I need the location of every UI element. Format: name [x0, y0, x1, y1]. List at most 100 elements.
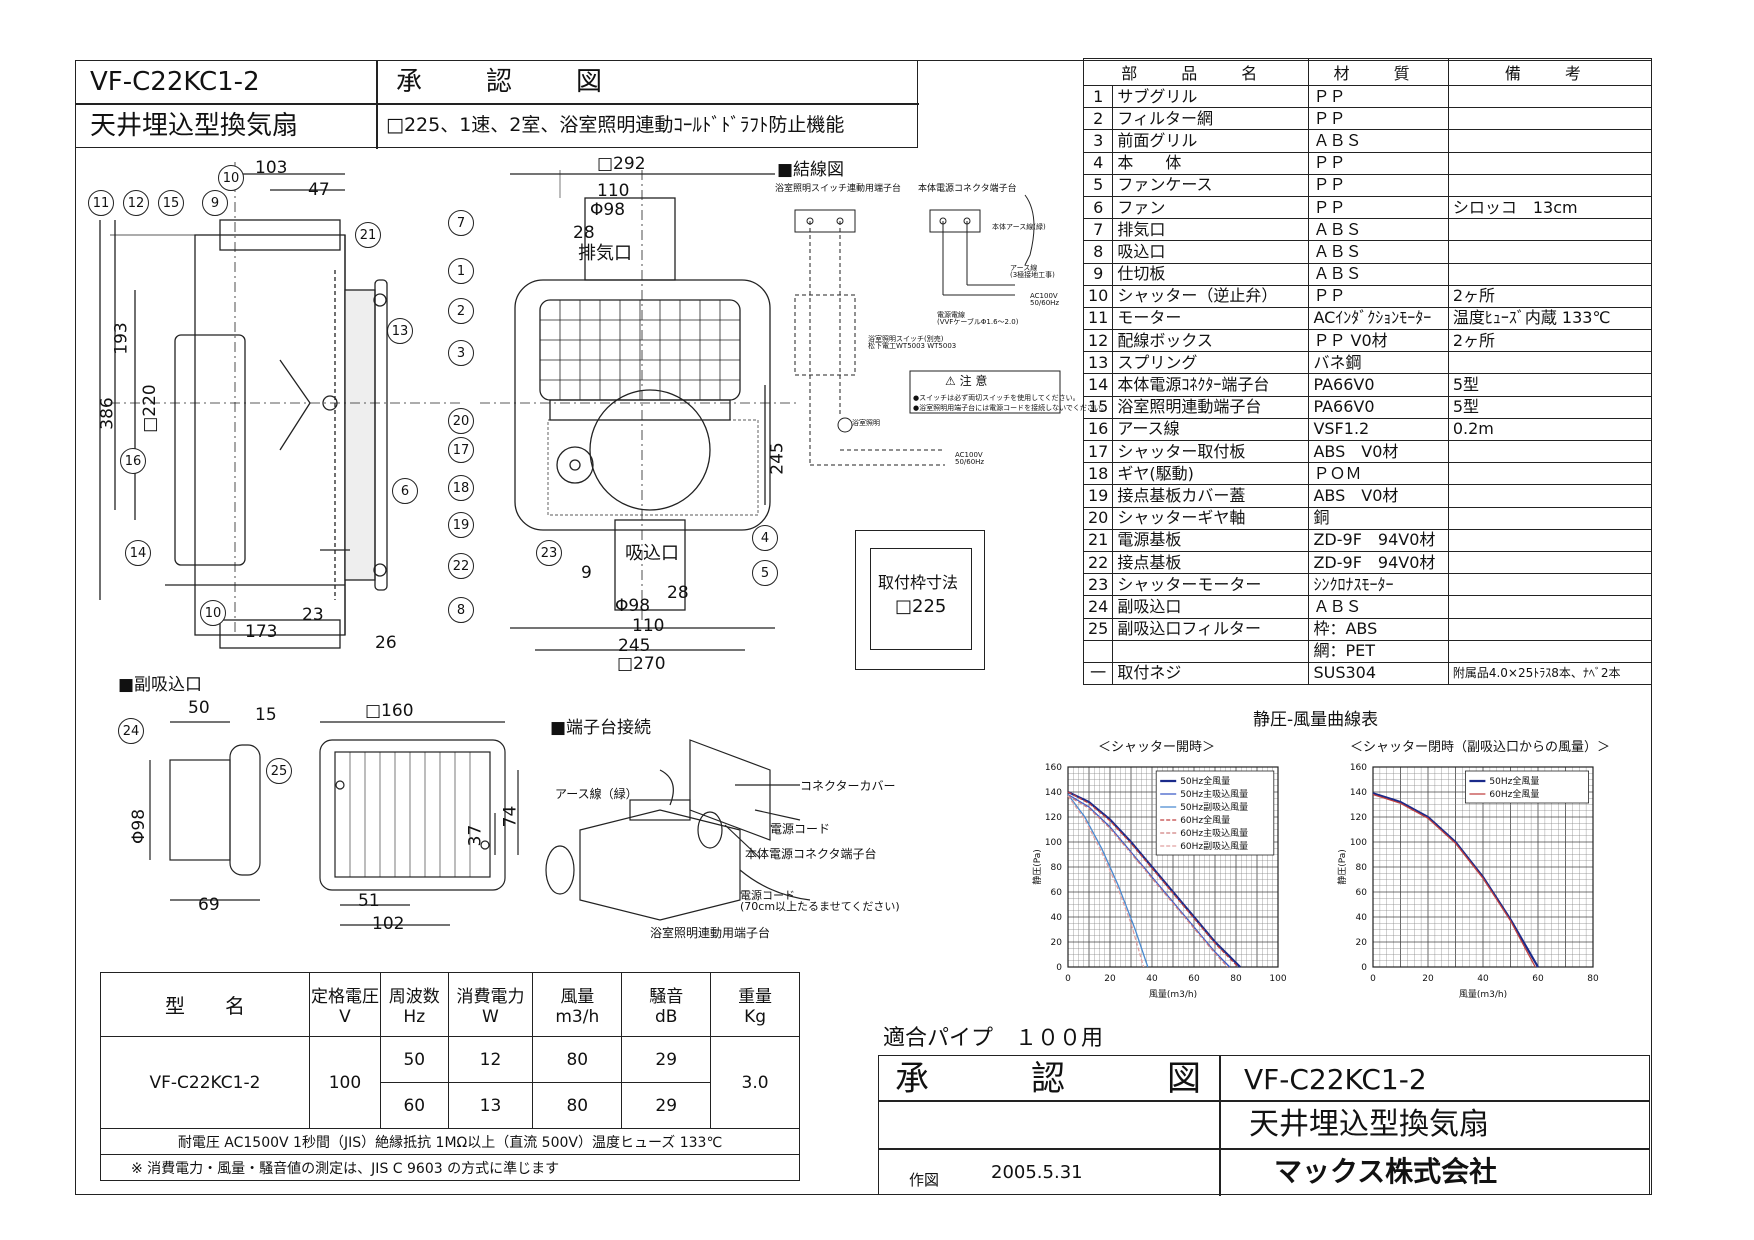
parts-cell-name: [1112, 639, 1310, 663]
parts-cell-name: アース線: [1112, 417, 1310, 442]
caution-line-1: ●スイッチは必ず両切スイッチを使用してください。: [913, 394, 1080, 402]
y-tick-label: 120: [1045, 813, 1062, 823]
spec-h-weight: 重量 Kg: [710, 972, 800, 1037]
wiring-label-bath-terminal: 浴室照明スイッチ連動用端子台: [775, 184, 902, 194]
parts-cell-material: PA66V0: [1308, 395, 1449, 419]
parts-cell-name: 配線ボックス: [1112, 329, 1310, 353]
parts-cell-name: モーター: [1112, 306, 1310, 331]
spec-h-voltage: 定格電圧 V: [308, 972, 381, 1037]
callout-17: 17: [448, 437, 474, 463]
x-tick-label: 20: [1104, 974, 1116, 984]
x-tick-label: 60: [1532, 974, 1544, 984]
parts-cell-note: [1447, 240, 1653, 264]
dim-47: 47: [308, 180, 330, 200]
parts-cell-material: 銅: [1308, 506, 1449, 530]
parts-cell-no: 23: [1082, 573, 1114, 597]
parts-cell-name: 排気口: [1112, 218, 1310, 242]
y-tick-label: 20: [1356, 938, 1368, 948]
parts-cell-note: [1447, 151, 1653, 175]
parts-cell-no: 4: [1082, 151, 1114, 175]
parts-cell-no: 9: [1082, 262, 1114, 286]
x-tick-label: 60: [1188, 974, 1200, 984]
callout-25: 25: [266, 758, 292, 784]
dim-28-top: 28: [573, 223, 595, 243]
spec-hz-60: 60: [379, 1082, 449, 1129]
terminal-label-cord-slack: 電源コード (70cm以上たるませてください): [740, 889, 900, 913]
parts-cell-material: SUS304: [1308, 661, 1449, 686]
dim-270: □270: [617, 654, 666, 674]
dim-110-top: 110: [597, 181, 630, 201]
terminal-label-bath-terminal: 浴室照明連動用端子台: [650, 926, 771, 940]
parts-cell-note: [1447, 528, 1653, 552]
side-view-drawing: [99, 162, 460, 649]
dim-sub-15: 15: [255, 705, 277, 725]
chart2-title: ＜シャッター閉時（副吸込口からの風量）＞: [1350, 740, 1611, 755]
title-date: 2005.5.31: [991, 1162, 1083, 1183]
callout-9: 9: [202, 190, 228, 216]
dim-26: 26: [375, 633, 397, 653]
x-tick-label: 80: [1230, 974, 1242, 984]
dim-sub-51: 51: [358, 891, 380, 911]
parts-cell-no: 13: [1082, 351, 1114, 375]
legend-label: 50Hz主吸込風量: [1180, 788, 1248, 800]
parts-cell-note: [1447, 595, 1653, 619]
wiring-label-ground: アース線 (3極接地工事): [1010, 264, 1055, 279]
spec-h-power: 消費電力 W: [447, 972, 534, 1037]
legend-label: 60Hz全風量: [1489, 788, 1539, 800]
parts-cell-material: 網：PET: [1308, 639, 1449, 663]
parts-cell-material: ＡＢＳ: [1308, 262, 1449, 286]
dim-245-h: 245: [618, 636, 651, 656]
title-doc: 承 認 図: [895, 1059, 1201, 1099]
parts-cell-name: 副吸込口: [1112, 595, 1310, 619]
parts-cell-note: [1447, 639, 1653, 663]
parts-cell-name: サブグリル: [1112, 84, 1310, 109]
parts-cell-no: 1: [1082, 84, 1114, 109]
callout-19: 19: [448, 512, 474, 538]
parts-cell-name: ファンケース: [1112, 173, 1310, 197]
header-features: □225、1速、2室、浴室照明連動ｺｰﾙﾄﾞﾄﾞﾗﾌﾄ防止機能: [386, 114, 845, 136]
parts-cell-note: [1447, 550, 1653, 575]
label-intake-port: 吸込口: [625, 543, 679, 564]
caution-line-2: ●浴室照明用端子台には電源コードを接続しないでください。: [913, 404, 1108, 412]
spec-hz-50: 50: [379, 1036, 449, 1083]
parts-cell-note: [1447, 351, 1653, 375]
series-line-50Hz副吸込風量: [1067, 794, 1149, 968]
mount-size-label: 取付枠寸法: [878, 573, 959, 592]
callout-16: 16: [120, 448, 146, 474]
callout-10: 10: [218, 165, 244, 191]
wiring-diagram: [794, 194, 1061, 466]
callout-23: 23: [536, 540, 562, 566]
parts-cell-no: 12: [1082, 329, 1114, 353]
parts-cell-material: ＰＰ V0材: [1308, 329, 1449, 353]
parts-cell-no: 20: [1082, 506, 1114, 530]
parts-cell-note: 5型: [1447, 373, 1653, 397]
parts-cell-note: [1447, 129, 1653, 153]
parts-header-name: 部 品 名: [1082, 58, 1310, 86]
parts-cell-no: 21: [1082, 528, 1114, 552]
dim-220: □220: [139, 384, 160, 433]
callout-3: 3: [448, 340, 474, 366]
parts-cell-name: ギヤ(駆動): [1112, 462, 1310, 486]
x-tick-label: 20: [1422, 974, 1434, 984]
spec-h-freq: 周波数 Hz: [379, 972, 449, 1037]
series-line-60Hz全風量: [1067, 791, 1239, 968]
parts-cell-material: ＰＰ: [1308, 195, 1449, 220]
spec-db-50: 29: [621, 1036, 712, 1083]
legend-label: 60Hz主吸込風量: [1180, 827, 1248, 839]
parts-cell-note: [1447, 218, 1653, 242]
parts-cell-material: 枠：ABS: [1308, 617, 1449, 641]
y-tick-label: 80: [1051, 863, 1063, 873]
dim-9: 9: [581, 563, 592, 583]
x-tick-label: 100: [1269, 974, 1286, 984]
spec-h-flow: 風量 m3/h: [532, 972, 623, 1037]
